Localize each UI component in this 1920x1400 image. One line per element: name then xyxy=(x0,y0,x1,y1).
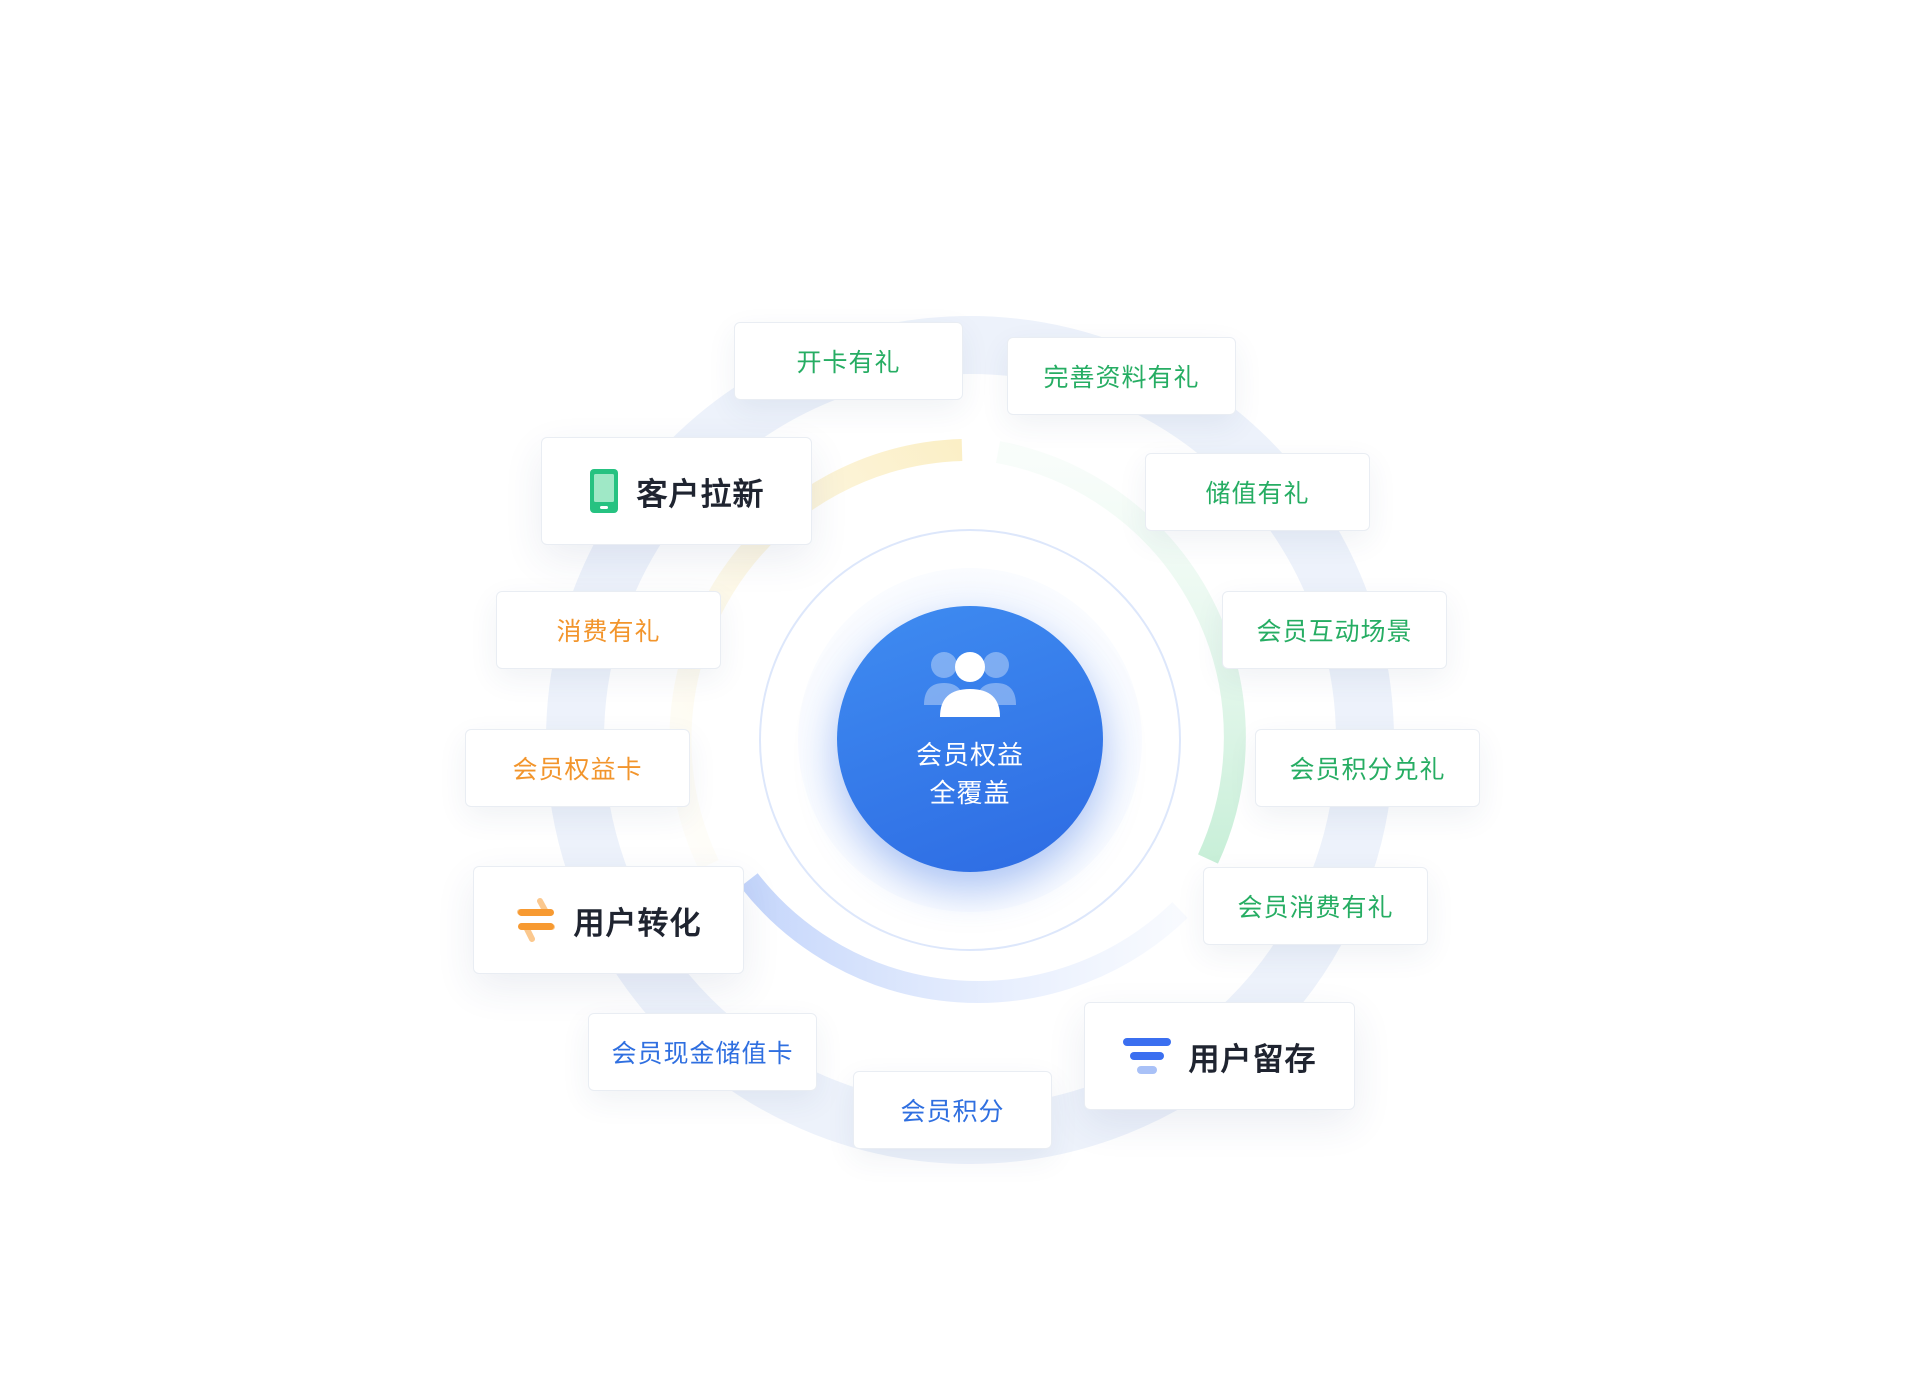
tag-card: 会员现金储值卡 xyxy=(588,1013,817,1091)
group-card-label: 客户拉新 xyxy=(636,476,765,513)
group-card-retention: 用户留存 xyxy=(1084,1002,1355,1110)
group-card-label: 用户转化 xyxy=(573,905,702,942)
exchange-icon xyxy=(516,897,556,943)
hub-title-line-1: 会员权益 xyxy=(915,741,1024,771)
tag-card: 会员积分 xyxy=(853,1071,1052,1149)
ring-segment-green xyxy=(995,441,1246,864)
funnel-icon xyxy=(1122,1036,1171,1076)
tag-card: 完善资料有礼 xyxy=(1007,337,1236,415)
center-hub: 会员权益 全覆盖 xyxy=(837,606,1103,872)
phone-icon xyxy=(589,468,619,514)
ring-segment-blue xyxy=(740,873,1188,1003)
tag-card: 消费有礼 xyxy=(496,591,721,669)
tag-card: 会员积分兑礼 xyxy=(1255,729,1480,807)
tag-card: 会员消费有礼 xyxy=(1203,867,1428,945)
tag-card: 开卡有礼 xyxy=(734,322,963,400)
user-group-icon xyxy=(922,647,1018,723)
hub-title-line-2: 全覆盖 xyxy=(929,779,1011,809)
group-card-label: 用户留存 xyxy=(1188,1041,1317,1078)
group-card-conversion: 用户转化 xyxy=(473,866,744,974)
tag-card: 会员互动场景 xyxy=(1222,591,1447,669)
tag-card: 储值有礼 xyxy=(1145,453,1370,531)
group-card-acquisition: 客户拉新 xyxy=(541,437,812,545)
tag-card: 会员权益卡 xyxy=(465,729,690,807)
